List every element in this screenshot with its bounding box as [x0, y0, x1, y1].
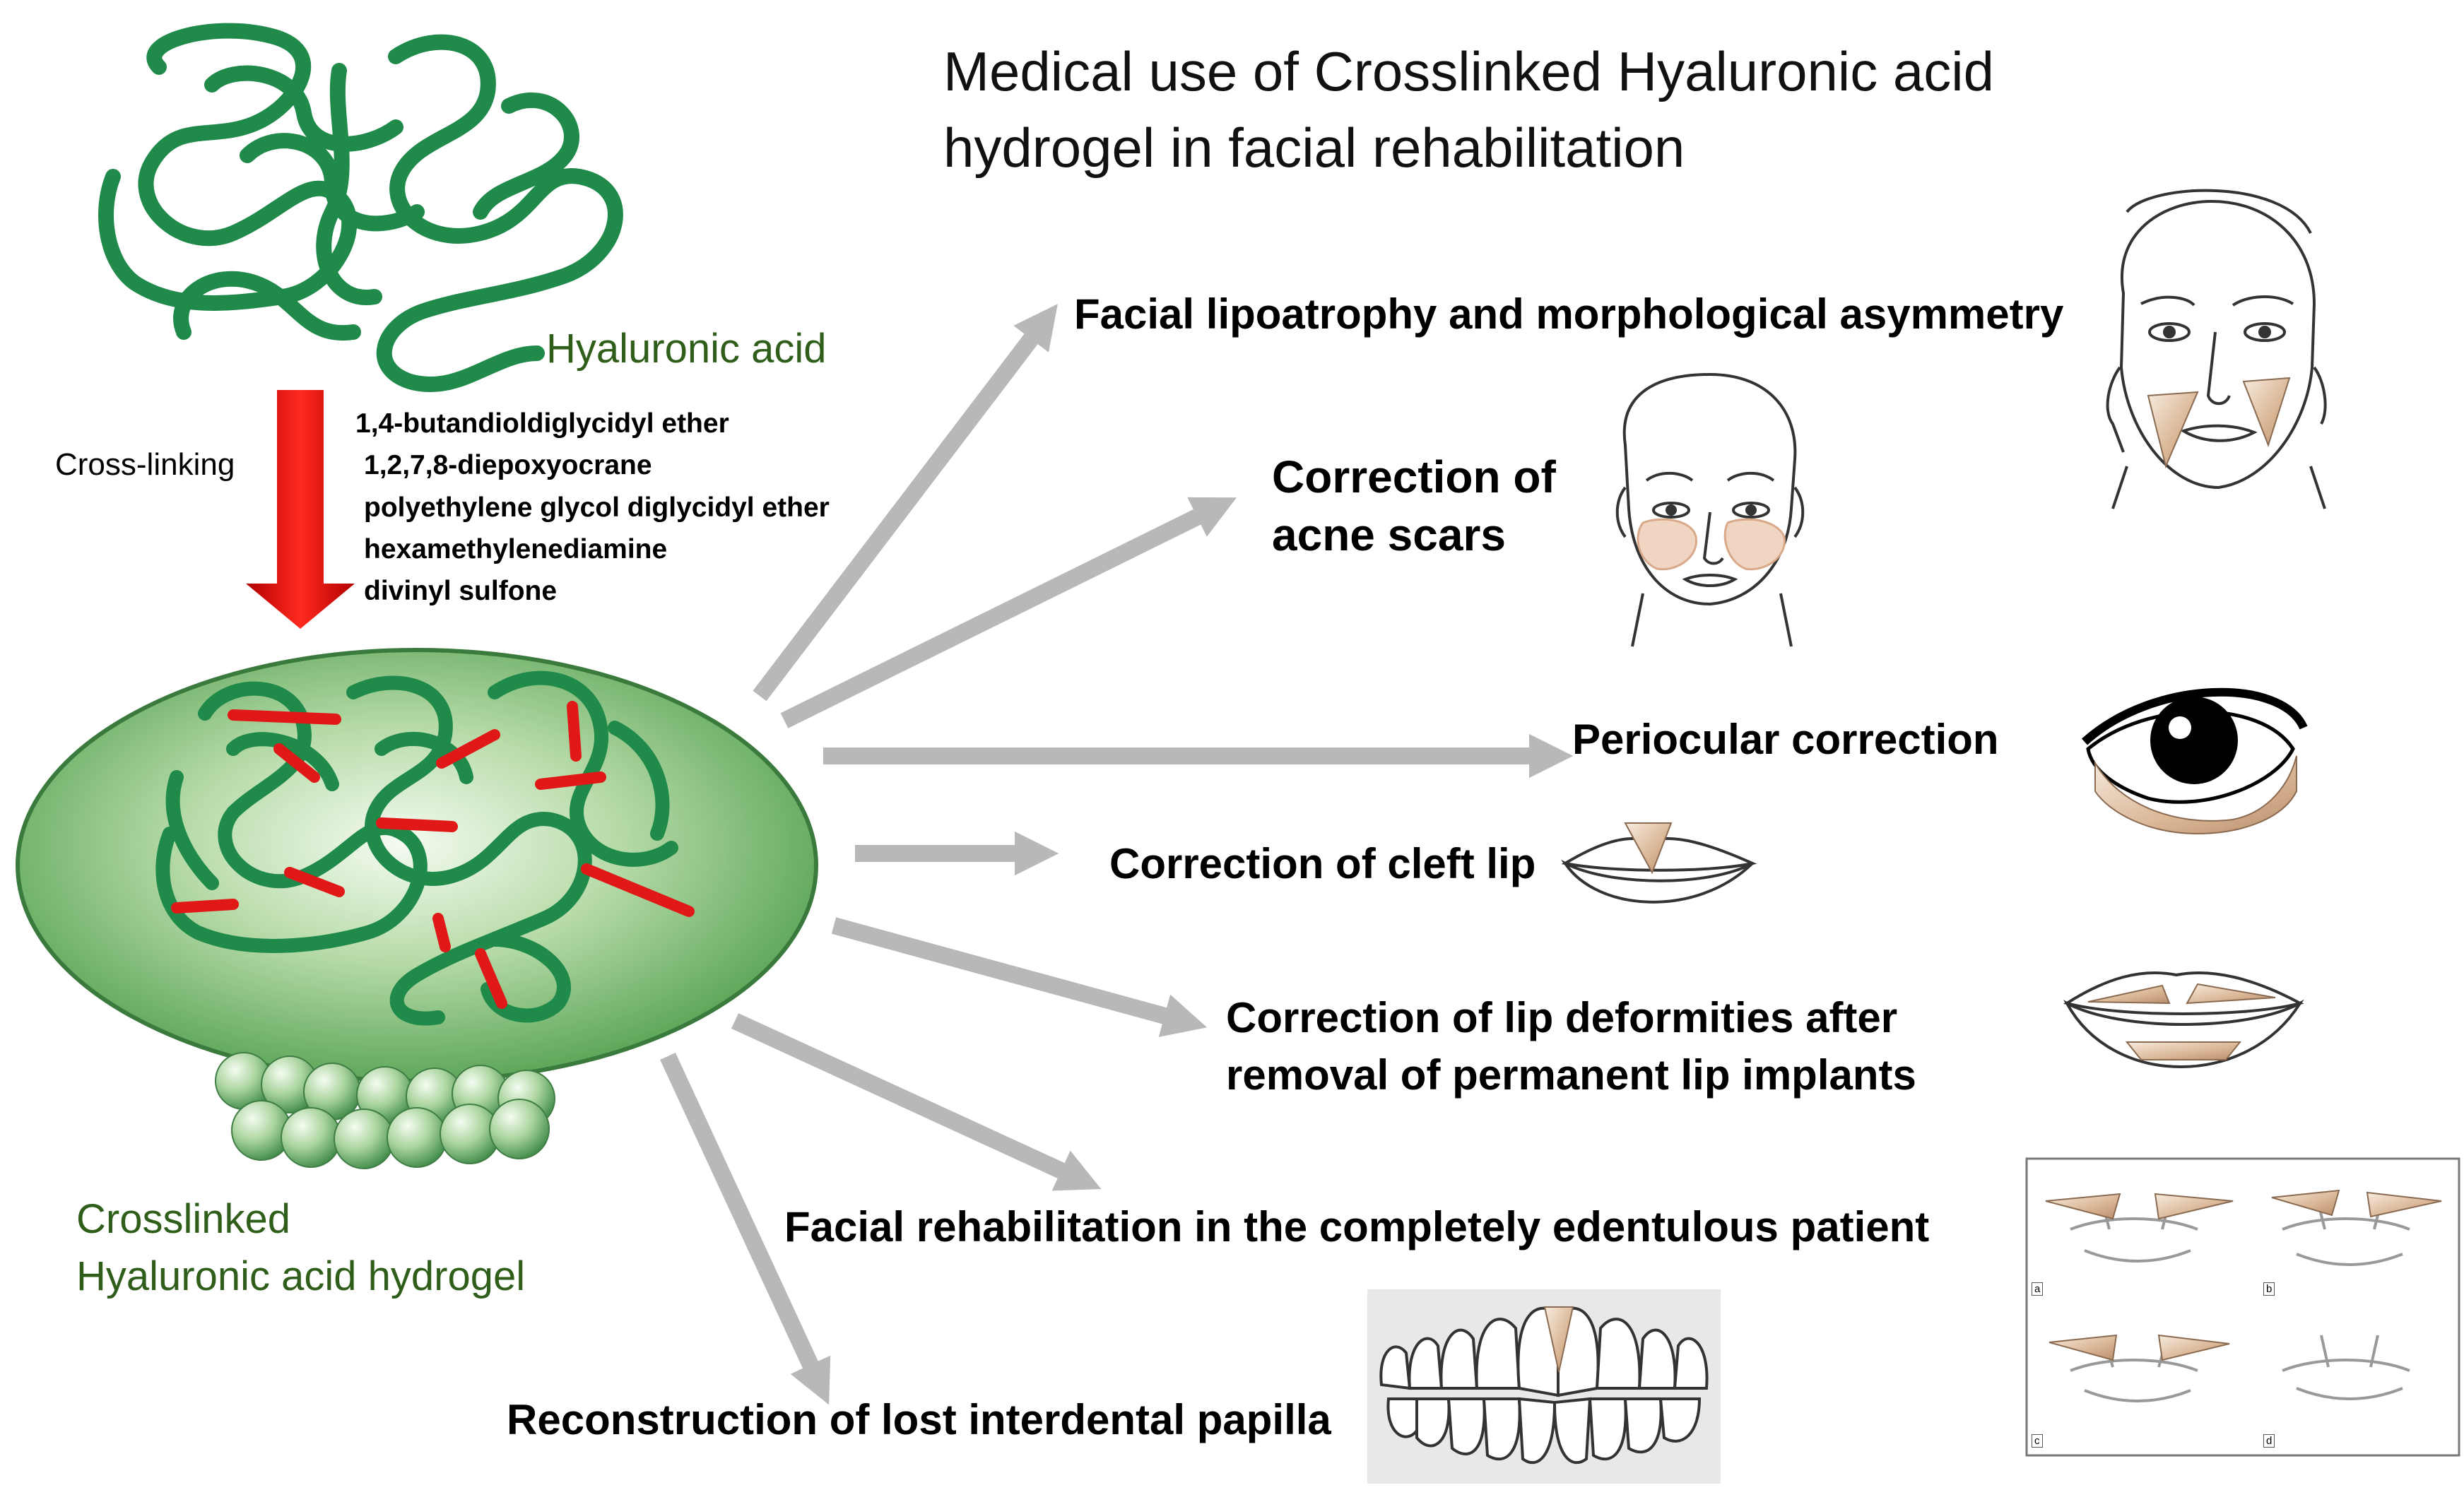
panel-badge: a: [2032, 1282, 2044, 1296]
hydrogel-label: Crosslinked Hyaluronic acid hydrogel: [76, 1190, 525, 1305]
face-lipoatrophy-illustration: [2106, 189, 2327, 509]
arrow-lip-deformities: [831, 917, 1208, 1037]
crosslinker-item: divinyl sulfone: [364, 576, 558, 607]
application-lip-deformities: Correction of lip deformities after remo…: [1226, 989, 1916, 1104]
arrow-acne: [780, 497, 1237, 728]
eye-illustration: [2081, 687, 2308, 835]
hyaluronic-acid-label: Hyaluronic acid: [546, 326, 827, 372]
application-periocular: Periocular correction: [1572, 716, 1999, 763]
hydrogel-spheres: [215, 1052, 555, 1169]
hydrogel-label-line: Hyaluronic acid hydrogel: [76, 1253, 526, 1300]
crosslinker-list: 1,4-butandioldiglycidyl ether 1,2,7,8-di…: [355, 403, 830, 612]
diagram-title: Medical use of Crosslinked Hyaluronic ac…: [943, 40, 1994, 179]
filler-cheek-left: [2147, 391, 2199, 469]
panel-badge: c: [2032, 1434, 2043, 1448]
application-line: Correction of: [1272, 451, 1556, 502]
panel-badge: d: [2263, 1434, 2275, 1448]
application-line: Correction of lip deformities after: [1226, 994, 1898, 1041]
application-acne: Correction of acne scars: [1272, 449, 1556, 564]
application-papilla: Reconstruction of lost interdental papil…: [507, 1396, 1331, 1443]
cross-linking-label: Cross-linking: [55, 447, 235, 482]
application-line: removal of permanent lip implants: [1226, 1051, 1916, 1099]
arrow-lipoatrophy: [753, 304, 1058, 702]
application-arrows: [660, 304, 1574, 1405]
arrow-papilla: [660, 1052, 831, 1405]
crosslinked-polymer: [155, 670, 695, 1026]
cleft-lip-illustration: [1561, 822, 1757, 904]
crosslinker-item: polyethylene glycol diglycidyl ether: [364, 492, 830, 523]
arrow-edentulous: [731, 1013, 1102, 1191]
filler-cheek-right: [2242, 377, 2291, 448]
panel-badge: b: [2263, 1282, 2275, 1296]
crosslinker-item: hexamethylenediamine: [364, 533, 668, 564]
acne-patch-left: [1637, 518, 1697, 571]
application-edentulous: Facial rehabilitation in the completely …: [784, 1203, 1930, 1250]
edentulous-panels: [2025, 1157, 2460, 1457]
face-acne-illustration: [1615, 372, 1805, 647]
cross-linking-arrow: [246, 390, 355, 629]
application-cleft-lip: Correction of cleft lip: [1109, 840, 1536, 887]
acne-patch-right: [1723, 518, 1786, 571]
lip-deformities-illustration: [2063, 971, 2304, 1068]
crosslinker-item: 1,2,7,8-diepoxyocrane: [364, 450, 652, 481]
application-lipoatrophy: Facial lipoatrophy and morphological asy…: [1074, 290, 2064, 338]
application-line: acne scars: [1272, 509, 1506, 560]
hyaluronic-acid-polymer: [98, 23, 623, 393]
hydrogel-label-line: Crosslinked: [76, 1196, 290, 1242]
teeth-illustration: [1367, 1289, 1721, 1484]
crosslinker-item: 1,4-butandioldiglycidyl ether: [355, 408, 729, 439]
